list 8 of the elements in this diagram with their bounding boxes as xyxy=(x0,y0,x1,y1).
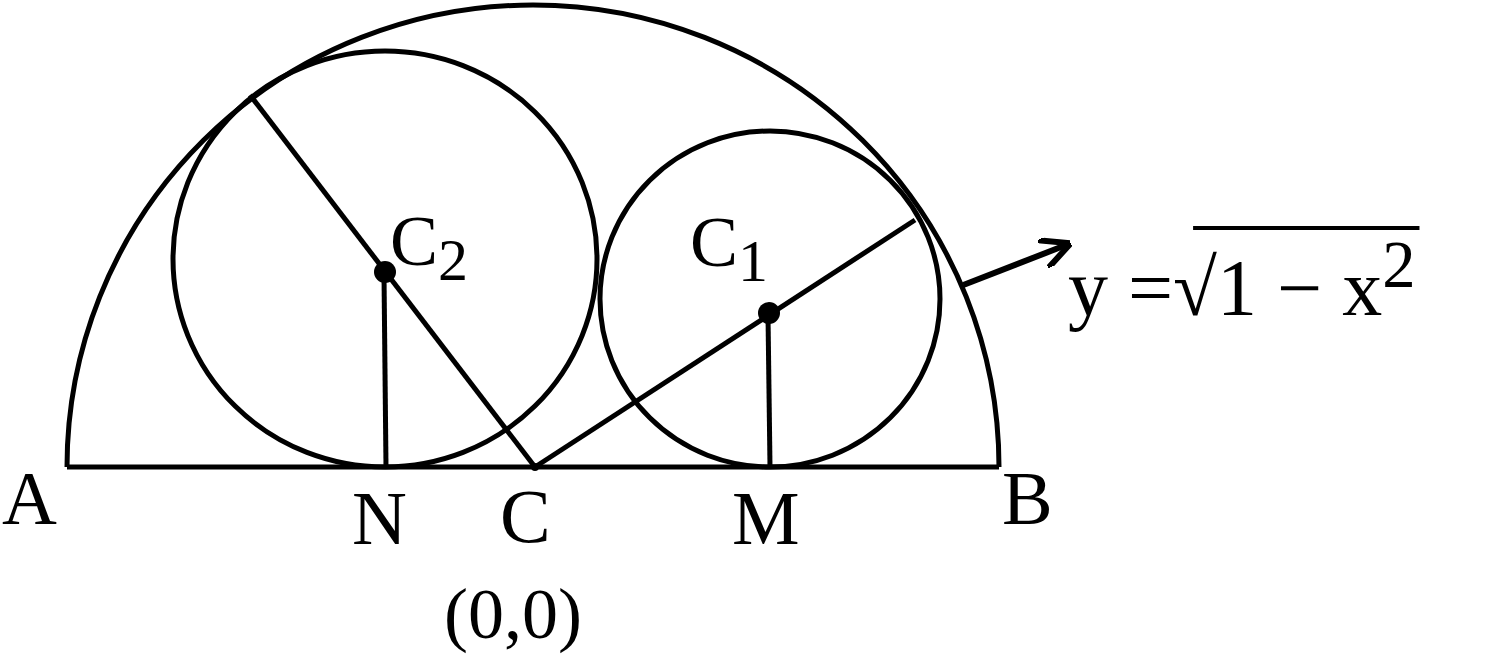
point-label: N xyxy=(352,480,407,556)
point-label: M xyxy=(732,480,800,556)
point-label: C xyxy=(500,478,551,554)
point-label: A xyxy=(2,460,57,536)
point-label: C$_{2}$ xyxy=(390,205,469,291)
leader-arrow xyxy=(962,237,1074,288)
point-label: B xyxy=(1002,460,1053,536)
point-label: C$_{1}$ xyxy=(690,206,769,292)
